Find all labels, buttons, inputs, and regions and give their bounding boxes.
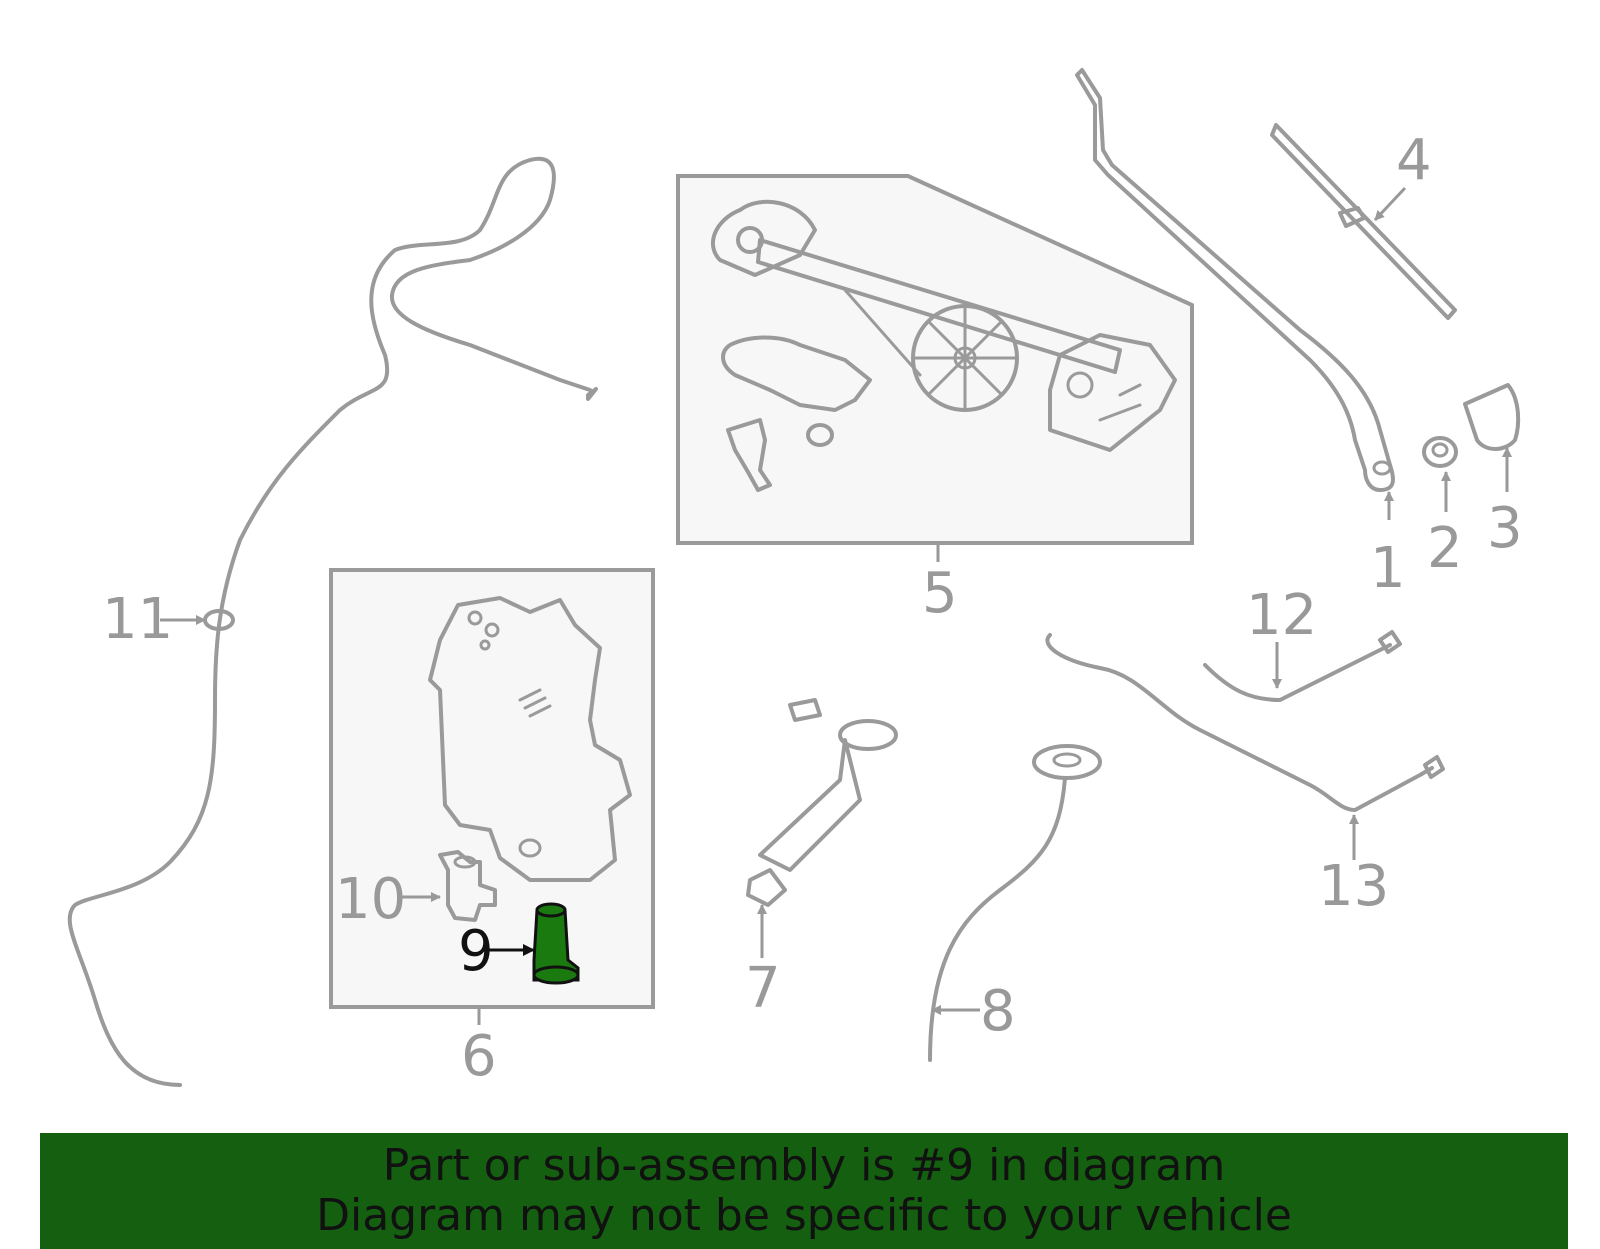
callout-12[interactable]: 12 xyxy=(1246,583,1317,648)
callout-2[interactable]: 2 xyxy=(1427,516,1463,581)
cap-part-3[interactable] xyxy=(1463,383,1521,451)
callout-6[interactable]: 6 xyxy=(461,1024,497,1089)
banner-line-2: Diagram may not be specific to your vehi… xyxy=(316,1190,1292,1241)
wiper-blade-part-4[interactable] xyxy=(1270,123,1457,320)
wiper-linkage-box-part-5[interactable] xyxy=(676,174,1194,545)
nut-part-2[interactable] xyxy=(1422,436,1458,468)
callout-13[interactable]: 13 xyxy=(1318,854,1389,919)
filler-neck-part-7[interactable] xyxy=(746,698,898,907)
banner-line-1: Part or sub-assembly is #9 in diagram xyxy=(382,1140,1226,1191)
callout-11[interactable]: 11 xyxy=(102,587,173,652)
callout-10[interactable]: 10 xyxy=(335,867,406,932)
callout-4[interactable]: 4 xyxy=(1396,128,1432,193)
callout-3[interactable]: 3 xyxy=(1487,496,1523,561)
callout-leaders xyxy=(160,186,1512,1025)
grommet-part-9-highlighted[interactable] xyxy=(532,902,580,985)
callout-labels: 1 2 3 4 5 6 7 8 9 10 11 12 13 xyxy=(102,128,1523,1089)
reservoir-box-part-6[interactable] xyxy=(329,568,655,1009)
wiper-arm-part-1[interactable] xyxy=(1075,68,1395,492)
callout-5[interactable]: 5 xyxy=(922,561,958,626)
hose-grommet-part-8[interactable] xyxy=(928,744,1102,1062)
callout-1[interactable]: 1 xyxy=(1370,536,1406,601)
info-banner: Part or sub-assembly is #9 in diagram Di… xyxy=(40,1133,1568,1249)
callout-7[interactable]: 7 xyxy=(745,956,781,1021)
callout-9[interactable]: 9 xyxy=(458,919,494,984)
pump-part-10[interactable] xyxy=(438,850,497,922)
callout-8[interactable]: 8 xyxy=(980,979,1016,1044)
hose-part-13[interactable] xyxy=(1045,633,1445,812)
hose-part-12[interactable] xyxy=(1203,630,1402,702)
